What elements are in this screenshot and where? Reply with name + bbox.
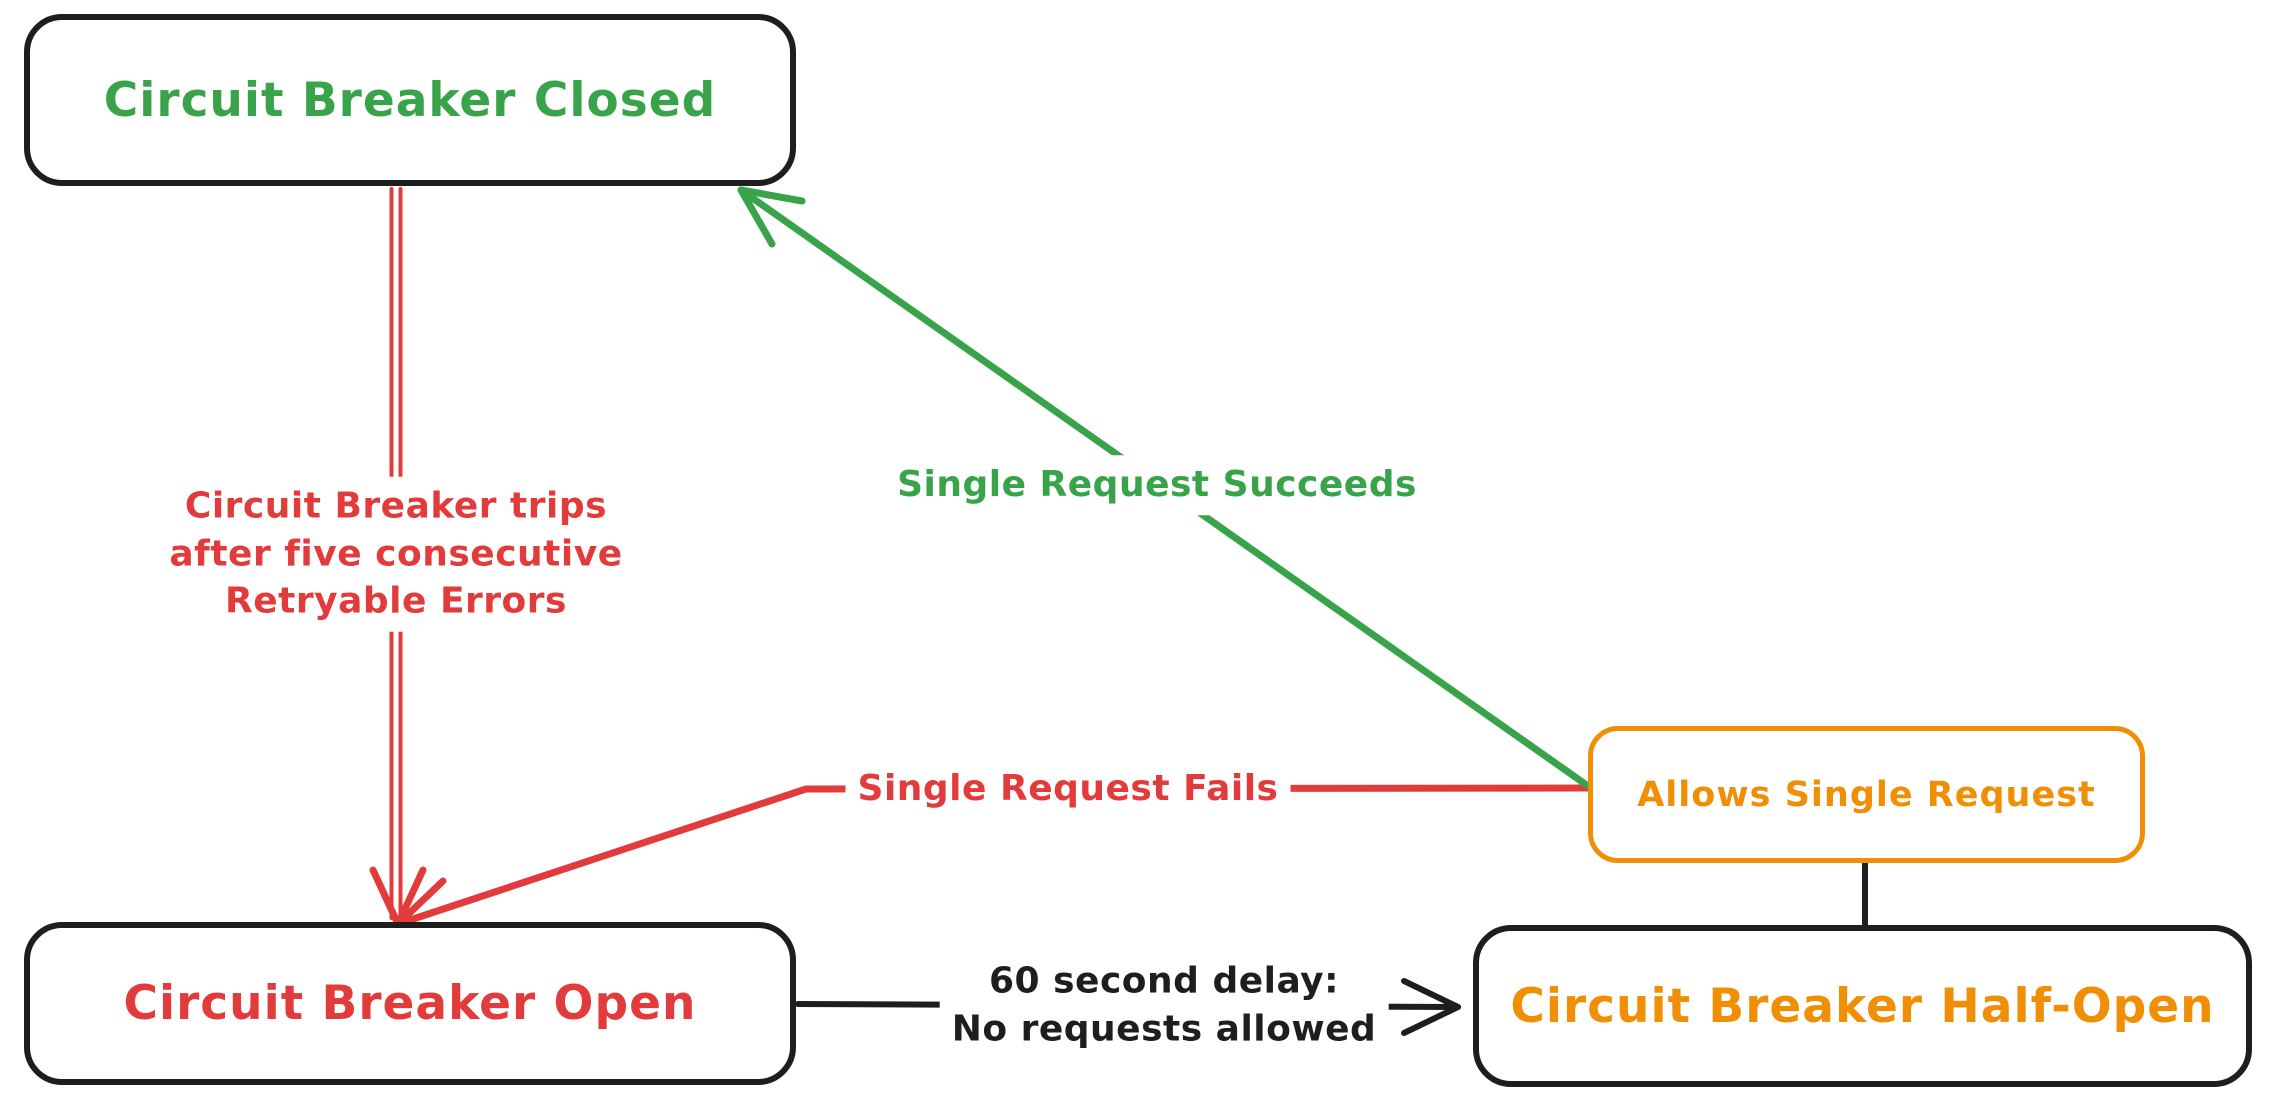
edge-label-trips-line1: Circuit Breaker trips [184, 485, 608, 527]
node-circuit-breaker-half-open: Circuit Breaker Half-Open [1473, 925, 2252, 1087]
edge-label-delay-line1: 60 second delay: [988, 960, 1340, 1002]
edge-label-delay-line2: No requests allowed [951, 1008, 1377, 1049]
edge-label-delay: 60 second delay: No requests allowed [939, 951, 1389, 1059]
node-closed-label: Circuit Breaker Closed [103, 72, 717, 128]
edge-label-fails: Single Request Fails [845, 759, 1291, 819]
node-half-open-label: Circuit Breaker Half-Open [1510, 978, 2215, 1034]
edge-label-trips: Circuit Breaker trips after five consecu… [157, 476, 635, 632]
node-allows-label: Allows Single Request [1637, 774, 2096, 815]
edge-label-trips-line3: Retryable Errors [225, 580, 567, 622]
node-open-label: Circuit Breaker Open [123, 976, 697, 1031]
edge-label-trips-line2: after five consecutive [169, 533, 623, 575]
node-circuit-breaker-open: Circuit Breaker Open [24, 922, 796, 1085]
edge-label-succeeds: Single Request Succeeds [885, 455, 1429, 515]
node-allows-single-request: Allows Single Request [1588, 726, 2145, 863]
node-circuit-breaker-closed: Circuit Breaker Closed [24, 14, 796, 186]
